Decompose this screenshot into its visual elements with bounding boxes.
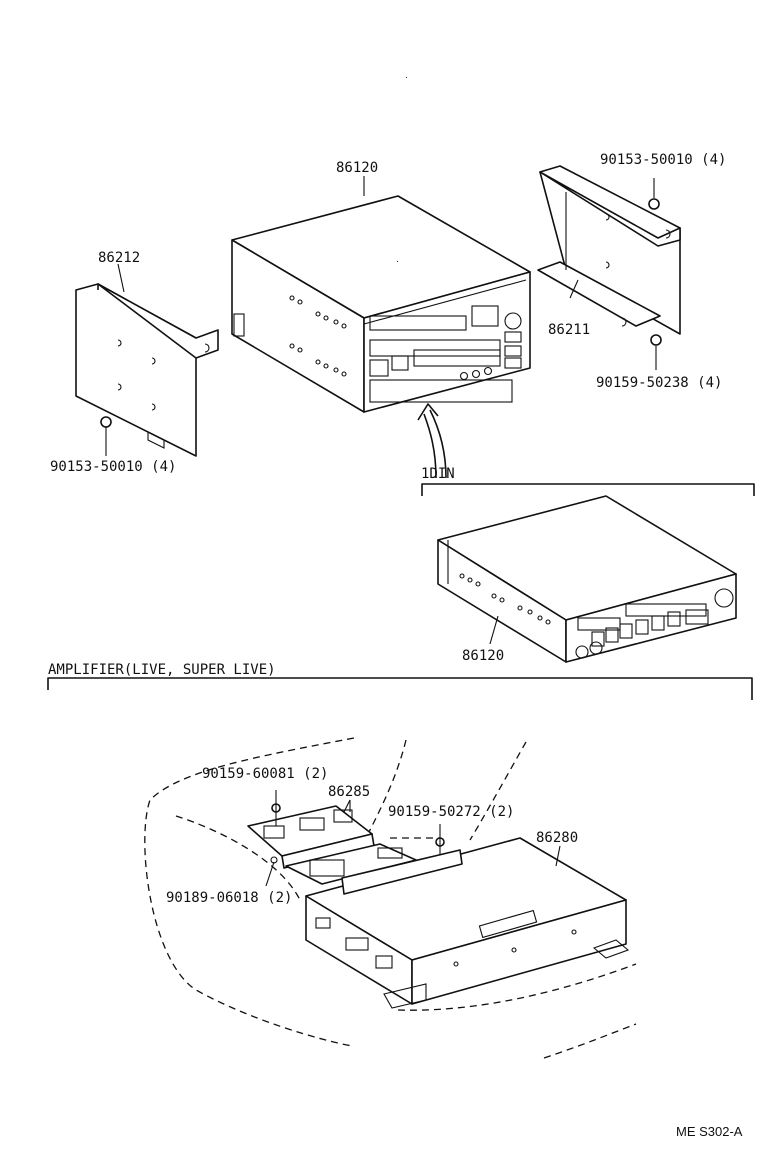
label-radio-unit-1din: 86120 <box>462 648 505 664</box>
left-bracket <box>75 263 219 457</box>
reference-code: ME S302-A <box>676 1124 743 1139</box>
label-clip-amp: 90189-06018 (2) <box>166 890 293 906</box>
din-bracket-line <box>421 483 755 496</box>
amplifier-bracket-line <box>47 677 753 700</box>
label-amplifier: 86280 <box>536 830 579 846</box>
label-screw-right-bottom: 90159-50238 (4) <box>596 375 723 391</box>
label-screw-amp-right: 90159-50272 (2) <box>388 804 515 820</box>
label-right-bracket: 86211 <box>548 322 591 338</box>
section-amplifier-title: AMPLIFIER(LIVE, SUPER LIVE) <box>48 662 276 678</box>
svg-text:.: . <box>405 70 408 81</box>
amplifier-assembly <box>144 737 637 1059</box>
right-bracket <box>537 165 681 370</box>
label-radio-unit-top: 86120 <box>336 160 379 176</box>
label-screw-right-top: 90153-50010 (4) <box>600 152 727 168</box>
label-left-bracket: 86212 <box>98 250 141 266</box>
svg-text:.: . <box>396 254 399 265</box>
radio-unit-2din <box>231 176 531 413</box>
radio-unit-1din <box>437 495 737 663</box>
label-amp-bracket: 86285 <box>328 784 371 800</box>
label-screw-amp-left: 90159-60081 (2) <box>202 766 329 782</box>
label-1din: 1DIN <box>421 466 455 482</box>
label-screw-left: 90153-50010 (4) <box>50 459 177 475</box>
